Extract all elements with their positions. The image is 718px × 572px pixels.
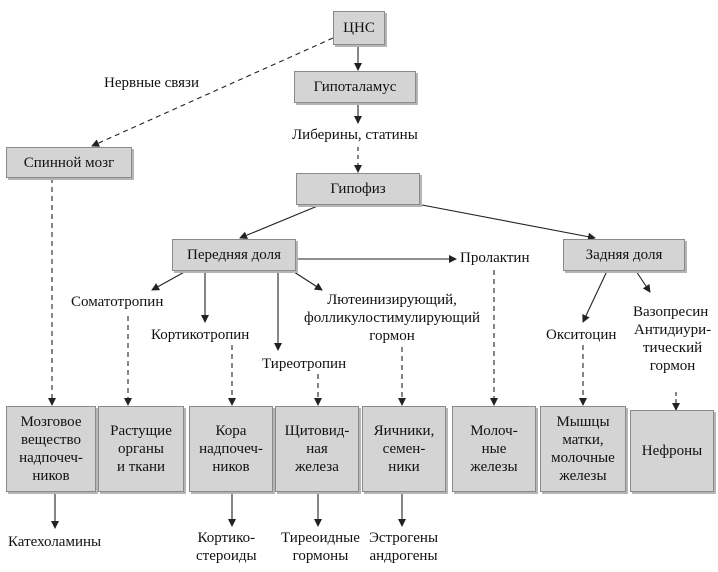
node-nephrons: Нефроны [630,410,714,492]
node-thyroid: Щитовид- ная железа [275,406,359,492]
label-liberins-statins: Либерины, статины [292,127,418,143]
arrow-pituitary-anterior [239,204,321,240]
arrow-posterior-oxytocin [582,270,608,323]
label-vasopressin: Вазопресин [633,304,709,320]
node-cns: ЦНС [333,11,385,45]
node-anterior-lobe: Передняя доля [172,239,296,271]
node-gonads: Яичники, семен- ники [362,406,446,492]
label-somatotropin: Соматотропин [71,294,164,310]
label-antidiuretic-hormone: Антидиури- тический гормон [634,322,712,374]
arrow-pituitary-posterior [421,204,596,241]
arrow-anterior-lh-fsh [290,269,323,291]
arrow-anterior-somatotropin [151,269,189,291]
label-oxytocin: Окситоцин [546,327,617,343]
label-thyroid-hormones: Тиреоидные гормоны [281,530,360,564]
node-posterior-lobe: Задняя доля [563,239,685,271]
label-nerve-links: Нервные связи [104,75,199,91]
arrow-cns-spinal [91,37,334,147]
node-mammary: Молоч- ные железы [452,406,536,492]
label-prolactin: Пролактин [460,250,530,266]
node-pituitary: Гипофиз [296,173,420,205]
node-adrenal-medulla: Мозговое вещество надпочеч- ников [6,406,96,492]
label-lh-fsh: Лютеинизирующий, фолликулостимулирующий … [304,292,480,344]
node-hypothalamus: Гипоталамус [294,71,416,103]
label-catecholamines: Катехоламины [8,534,102,550]
node-growing-organs: Растущие органы и ткани [98,406,184,492]
label-corticotropin: Кортикотропин [151,327,250,343]
label-thyrotropin: Тиреотропин [262,356,347,372]
label-estrogens-androgens: Эстрогены андрогены [369,530,439,564]
node-uterus: Мышцы матки, молочные железы [540,406,626,492]
node-adrenal-cortex: Кора надпочеч- ников [189,406,273,492]
label-corticosteroids: Кортико- стероиды [196,530,257,564]
arrow-posterior-vasopressin [635,270,651,293]
node-spinal-cord: Спинной мозг [6,147,132,178]
